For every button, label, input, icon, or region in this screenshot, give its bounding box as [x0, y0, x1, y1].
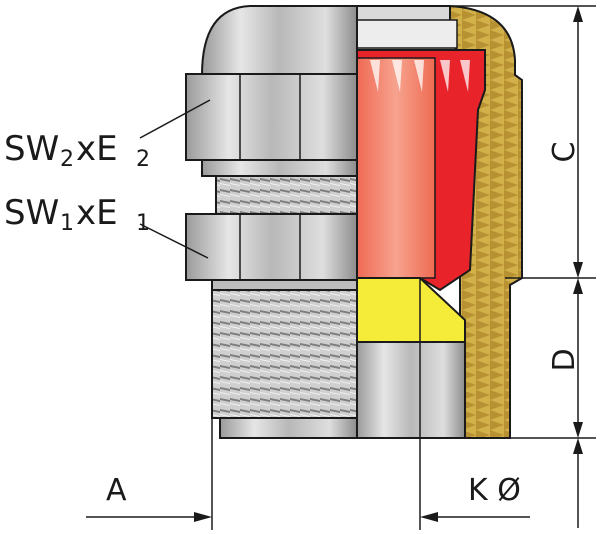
inner-bore [356, 341, 466, 439]
label-sw2-xe: xE [76, 129, 118, 169]
middle-thread [215, 175, 358, 215]
leader-sw1 [139, 223, 209, 259]
label-sw1-sub: 1 [60, 211, 74, 236]
label-dim-k: K Ø [468, 473, 521, 508]
label-sw1-e-sub: 1 [136, 211, 150, 236]
gland-exterior [185, 5, 358, 439]
bottom-collar [219, 417, 358, 439]
label-dim-c: C [547, 142, 582, 163]
label-dim-a: A [106, 473, 127, 508]
label-sw2: SW 2 xE 2 [4, 129, 150, 172]
insert-yellow [356, 277, 466, 343]
label-sw1-main: SW [4, 193, 59, 233]
arrow-heads [194, 6, 583, 522]
leader-sw2 [139, 99, 211, 139]
dimension-lines [86, 5, 596, 530]
entry-thread [211, 289, 358, 419]
label-sw2-sub: 2 [60, 147, 74, 172]
seal-salmon [356, 57, 436, 279]
label-sw2-e-sub: 2 [136, 147, 150, 172]
label-sw2-main: SW [4, 129, 59, 169]
flange [211, 279, 358, 291]
dome-cap [200, 5, 358, 76]
neck-upper [201, 159, 358, 177]
label-dim-d: D [547, 348, 582, 371]
hex-nut-sw2 [185, 73, 358, 161]
gland-section [356, 4, 523, 439]
label-sw1-xe: xE [76, 193, 118, 233]
label-sw1: SW 1 xE 1 [4, 193, 150, 236]
hex-nut-sw1 [185, 213, 358, 281]
